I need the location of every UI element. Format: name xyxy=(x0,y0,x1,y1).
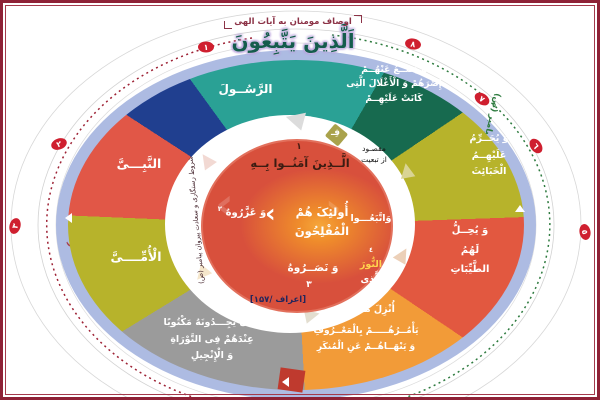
ring-segment-label-yuharrim: وَ یُحَــرِّمُ عَلَیْهِــمُ الْخَبَائِثَ xyxy=(469,133,509,178)
ring-segment-label-rasul: الرَّسُــولَ xyxy=(218,82,273,96)
left-dotted-arc xyxy=(46,37,253,397)
badge-8: ٨ xyxy=(405,38,421,50)
ring-segment-label-yajidunahu: الَّذِی یَجِـــدُونَهُ مَکْتُوبًا عِنْدَ… xyxy=(163,317,261,362)
badge-2: ٢ xyxy=(51,138,67,150)
center-chevron-icon: ‹ xyxy=(215,177,234,231)
verse-reference: [اعراف /۱۵۷] xyxy=(249,295,307,305)
svg-text:٨: ٨ xyxy=(410,39,416,49)
center-circle xyxy=(201,139,393,313)
badge-7: ٧ xyxy=(474,92,490,106)
band-notch-left-icon xyxy=(65,213,72,223)
badge-6: ٦ xyxy=(529,138,543,154)
center-phrase-azzaruhu: وَ عَزَّرُوهُ ٢ xyxy=(209,205,275,218)
ittabau-line1: وَاتَّبَعُـــوا xyxy=(350,213,392,225)
page-title: اَلَّذِينَ يَتَّبِعُونَ xyxy=(231,29,355,53)
orbit-ellipse-outer xyxy=(37,28,555,397)
title-eyebrow: اوصاف مومنان به آیات الهی xyxy=(224,15,362,29)
badge-3: ٣ xyxy=(9,218,21,234)
band-notch-bottom-icon xyxy=(282,377,289,387)
badge-5: ٥ xyxy=(579,224,591,240)
ittabau-line2: الَّذِی xyxy=(360,273,382,285)
center-chevron-icon: ‹ xyxy=(265,199,276,229)
nur-highlight: النُّورَ xyxy=(359,258,383,270)
center-phrase-amanu: الَّــذِینَ آمَنُــوا بِــهِ xyxy=(250,156,350,170)
title-block: اوصاف مومنان به آیات الهی اَلَّذِينَ يَت… xyxy=(173,9,413,53)
center-num-1: ١ xyxy=(296,142,302,152)
svg-text:٣: ٣ xyxy=(10,222,20,229)
bracket-left-icon xyxy=(224,21,233,29)
fa-arrow-marker: فِـ xyxy=(324,123,349,147)
title-eyebrow-text: اوصاف مومنان به آیات الهی xyxy=(234,17,352,27)
fa-letter: فِـ xyxy=(331,128,340,138)
svg-text:١: ١ xyxy=(204,43,209,52)
ring-segment-label-yamuruhum: یَأْمُــرُهُـــــمْ بِالْمَعْــرُوفِ وَ … xyxy=(313,326,419,352)
azzaruhu-text: وَ عَزَّرُوهُ xyxy=(225,207,267,219)
maqsud-note: مقصـود از تبعیت xyxy=(361,144,387,165)
bracket-right-icon xyxy=(353,15,362,23)
band-notch-right-icon xyxy=(515,205,525,212)
center-num-3: ٣ xyxy=(306,280,312,290)
svg-text:٢: ٢ xyxy=(55,139,63,149)
center-num-4: ٤ xyxy=(369,245,373,254)
badge-1: ١ xyxy=(198,41,214,53)
right-dotted-arc xyxy=(331,34,551,397)
ring-segment-label-nabi: النَّبِـــیَّ xyxy=(116,156,162,171)
svg-text:٦: ٦ xyxy=(531,142,541,151)
center-num-2: ٢ xyxy=(217,205,223,213)
svg-text:٧: ٧ xyxy=(477,94,486,104)
center-phrase-ittabau: وَاتَّبَعُـــوا ٤ النُّورَ الَّذِی أُنْز… xyxy=(337,196,405,318)
center-phrase-nasaruhu: وَ نَصَــرُوهُ xyxy=(287,262,339,274)
ring-segment-label-ummi: الْأُمِّــــیَّ xyxy=(110,249,162,264)
center-phrase-muflihun: أُولئِکَ هُمْ الْمُفْلِحُونَ xyxy=(294,205,350,238)
svg-text:٥: ٥ xyxy=(580,229,590,235)
ring-segment-label-yadau: وَ یَضَــعُ عَنْهُــمْ إِصْرَهُمْ وَ الْ… xyxy=(346,65,442,104)
ring-segment-label-yuhillu: وَ یُحِــلُّ لَهُمُ الطَّیِّبَاتِ xyxy=(450,225,490,275)
ittabau-line3: أُنْزِلَ مَعَــهُ xyxy=(347,304,395,316)
